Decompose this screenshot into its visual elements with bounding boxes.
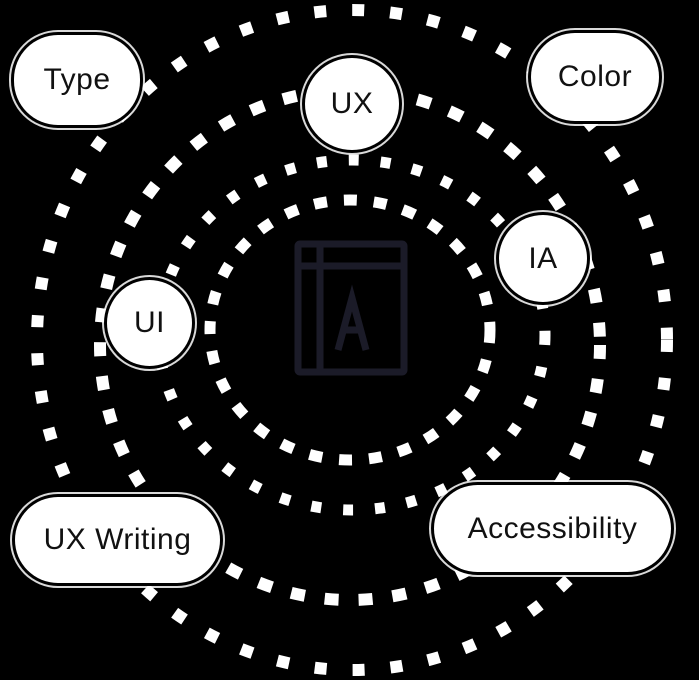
- node-accessibility-label: Accessibility: [467, 511, 638, 545]
- node-ui: UI: [107, 280, 192, 366]
- node-accessibility: Accessibility: [434, 485, 671, 572]
- node-ux-writing-label: UX Writing: [43, 523, 192, 556]
- node-ux: UX: [305, 58, 399, 150]
- orbit-ring-4: [31, 4, 673, 676]
- node-ia: IA: [499, 215, 587, 302]
- node-type-label: Type: [43, 63, 111, 96]
- node-ux-writing: UX Writing: [15, 497, 220, 583]
- orbit-rings: [31, 4, 673, 676]
- node-type: Type: [14, 35, 140, 125]
- node-ui-label: UI: [134, 306, 165, 339]
- orbit-ring-3: [94, 84, 606, 606]
- orbit-ring-1: [204, 194, 496, 466]
- accessibility-book-icon: [294, 240, 408, 376]
- node-ux-label: UX: [330, 87, 374, 120]
- node-ia-label: IA: [528, 241, 558, 275]
- node-color: Color: [531, 33, 659, 121]
- node-color-label: Color: [557, 60, 633, 93]
